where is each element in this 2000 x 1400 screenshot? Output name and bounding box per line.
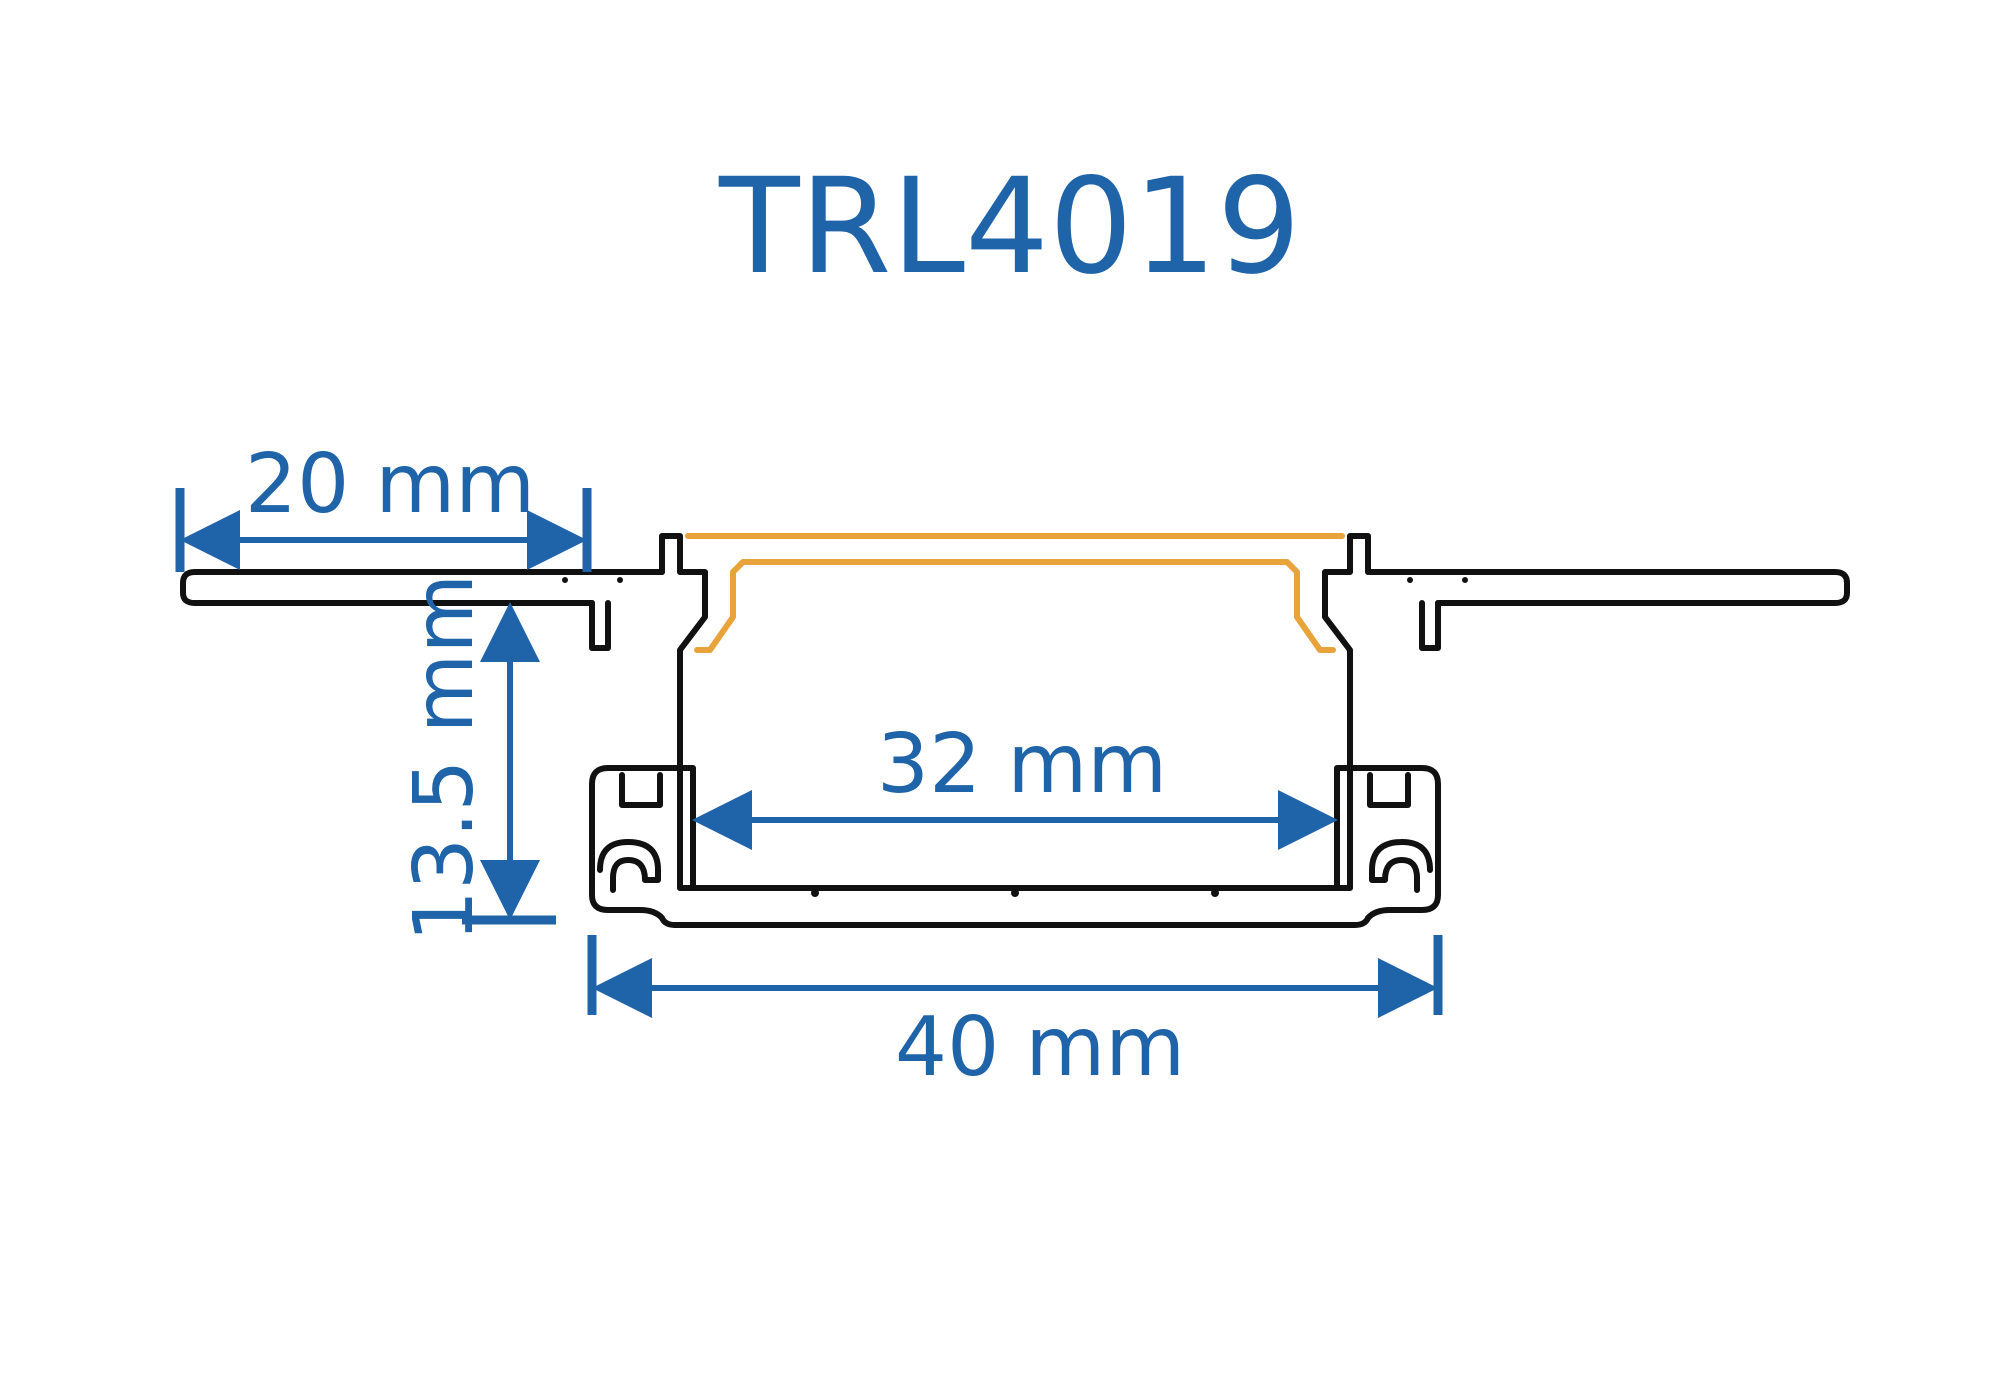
flange-width-label: 20 mm — [245, 437, 535, 532]
diagram-title: TRL4019 — [718, 150, 1301, 304]
left-hook — [597, 839, 661, 893]
channel-bottom — [672, 915, 1371, 928]
right-hook — [1369, 839, 1433, 893]
right-outer-wall — [1322, 533, 1441, 921]
dimension-flange-width: 20 mm — [175, 437, 592, 572]
left-outer-wall — [589, 533, 708, 928]
height-label: 13.5 mm — [397, 574, 492, 942]
right-clip-top — [1419, 600, 1441, 651]
dimension-outer-width: 40 mm — [587, 935, 1443, 1095]
right-clip-bottom — [1367, 772, 1411, 808]
left-clip-bottom — [619, 772, 663, 808]
left-clip-top — [589, 600, 611, 651]
dimension-height: 13.5 mm — [397, 574, 556, 942]
right-flange — [1367, 569, 1850, 606]
diffuser-profile — [694, 559, 1336, 653]
outer-width-label: 40 mm — [895, 1000, 1185, 1095]
dimension-inner-width: 32 mm — [692, 717, 1338, 850]
left-flange — [180, 569, 665, 606]
inner-width-label: 32 mm — [877, 717, 1167, 812]
diffuser-cover — [685, 533, 1345, 653]
floor-ribs — [562, 577, 1468, 897]
